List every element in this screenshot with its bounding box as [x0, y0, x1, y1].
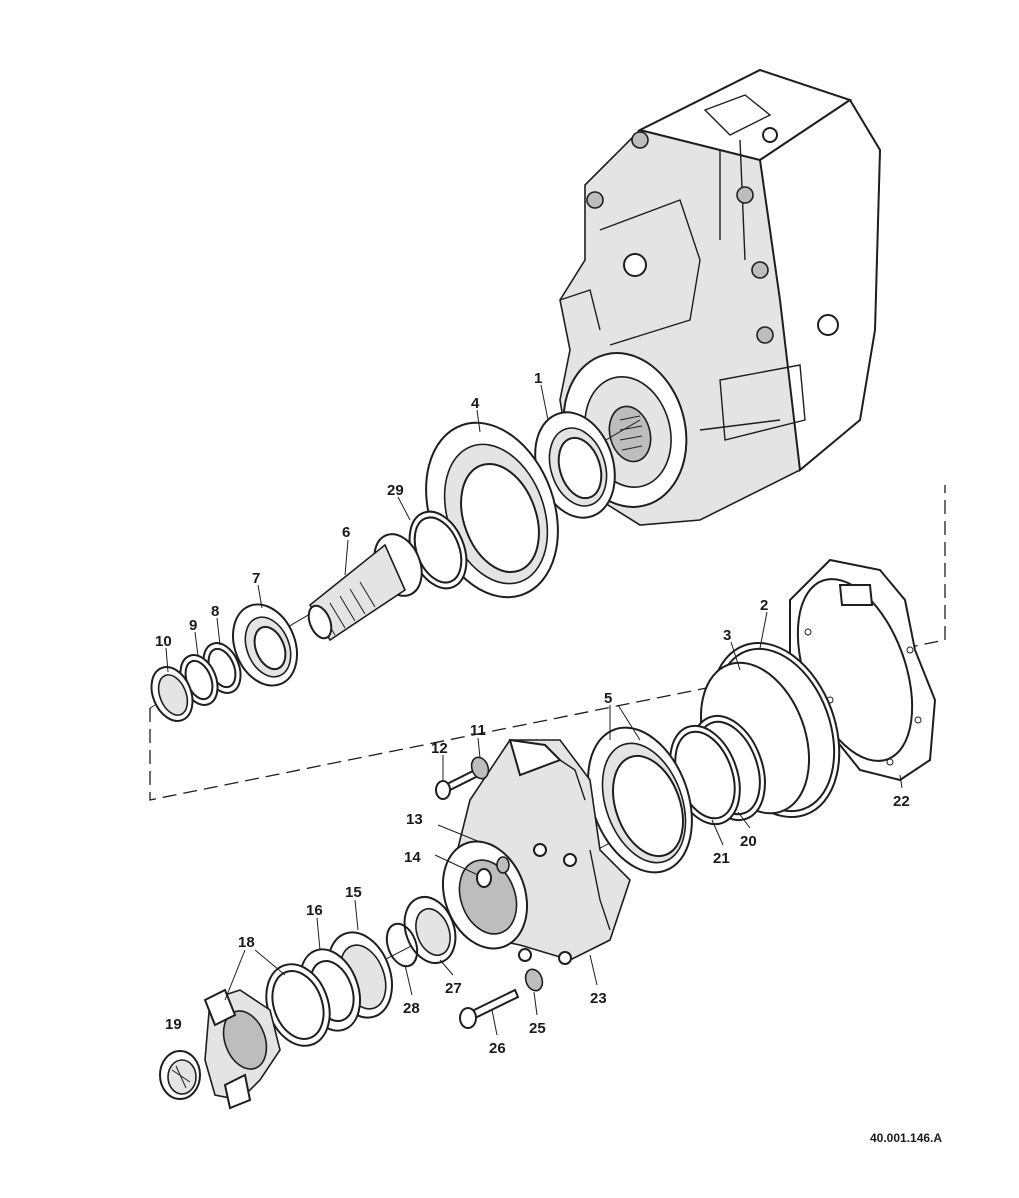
callout-6: 6	[342, 524, 350, 541]
bolt-part-12	[435, 768, 480, 800]
callout-5: 5	[604, 690, 612, 707]
callout-9: 9	[189, 617, 197, 634]
o-ring-part-29	[408, 510, 468, 590]
roller-bearing-part-7	[232, 603, 298, 687]
callout-8: 8	[211, 603, 219, 620]
callout-21: 21	[713, 850, 730, 867]
callout-12: 12	[431, 740, 448, 757]
gearbox-housing	[559, 68, 882, 526]
callout-29: 29	[387, 482, 404, 499]
washer-part-11	[470, 756, 490, 780]
snap-ring-part-28	[385, 922, 419, 968]
callout-14: 14	[404, 849, 421, 866]
flange-yoke-part-18	[203, 963, 331, 1110]
bolt-part-26	[459, 988, 520, 1029]
assembly-boundary-dashed	[149, 485, 946, 801]
callout-10: 10	[155, 633, 172, 650]
callout-19: 19	[165, 1016, 182, 1033]
callout-13: 13	[406, 811, 423, 828]
callout-15: 15	[345, 884, 362, 901]
callout-18: 18	[238, 934, 255, 951]
leader-lines	[165, 384, 903, 1036]
ring-part-10	[150, 666, 194, 722]
callout-28: 28	[403, 1000, 420, 1017]
callout-26: 26	[489, 1040, 506, 1057]
callout-16: 16	[306, 902, 323, 919]
callout-1: 1	[534, 370, 542, 387]
callout-27: 27	[445, 980, 462, 997]
callout-22: 22	[893, 793, 910, 810]
seal-part-5	[587, 726, 693, 874]
callout-20: 20	[740, 833, 757, 850]
nut-part-19	[159, 1050, 201, 1100]
output-shaft-part-6	[307, 533, 423, 642]
bolt-part-14	[476, 868, 492, 888]
washer-part-25	[524, 968, 544, 992]
callout-3: 3	[723, 627, 731, 644]
callout-11: 11	[470, 722, 486, 739]
callout-2: 2	[760, 597, 768, 614]
callout-4: 4	[471, 395, 480, 412]
washer-part-13	[496, 856, 510, 874]
callout-25: 25	[529, 1020, 546, 1037]
callout-labels: 1 2 3 4 5 6 7 8 9 10 11 12 13 14 15 16 1…	[155, 370, 910, 1057]
callout-7: 7	[252, 570, 260, 587]
bearing-part-1	[534, 411, 616, 519]
figure-reference: 40.001.146.A	[870, 1131, 942, 1145]
callout-23: 23	[590, 990, 607, 1007]
